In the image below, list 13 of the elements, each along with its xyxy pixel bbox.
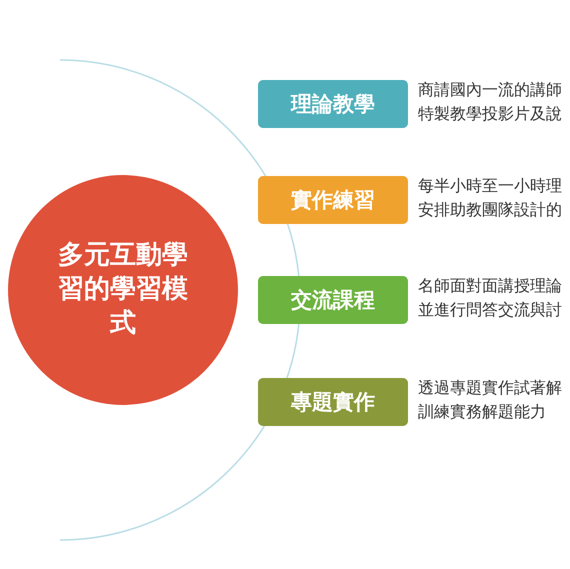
step-box: [258, 176, 408, 224]
step-description: 商請國內一流的講師特製教學投影片及說: [418, 79, 562, 125]
step-description: 名師面對面講授理論並進行問答交流與討: [418, 275, 562, 321]
step-description: 每半小時至一小時理安排助教團隊設計的: [418, 175, 562, 221]
step-label: 專題實作: [291, 389, 375, 416]
step-label: 交流課程: [291, 287, 375, 314]
step-description: 透過專題實作試著解訓練實務解題能力: [418, 377, 562, 423]
step-box: [258, 378, 408, 426]
step-label: 實作練習: [291, 187, 375, 214]
step-label: 理論教學: [291, 91, 375, 118]
step-box: [258, 276, 408, 324]
step-box: [258, 80, 408, 128]
circle-title: 多元互動學習的學習模式: [58, 239, 188, 340]
